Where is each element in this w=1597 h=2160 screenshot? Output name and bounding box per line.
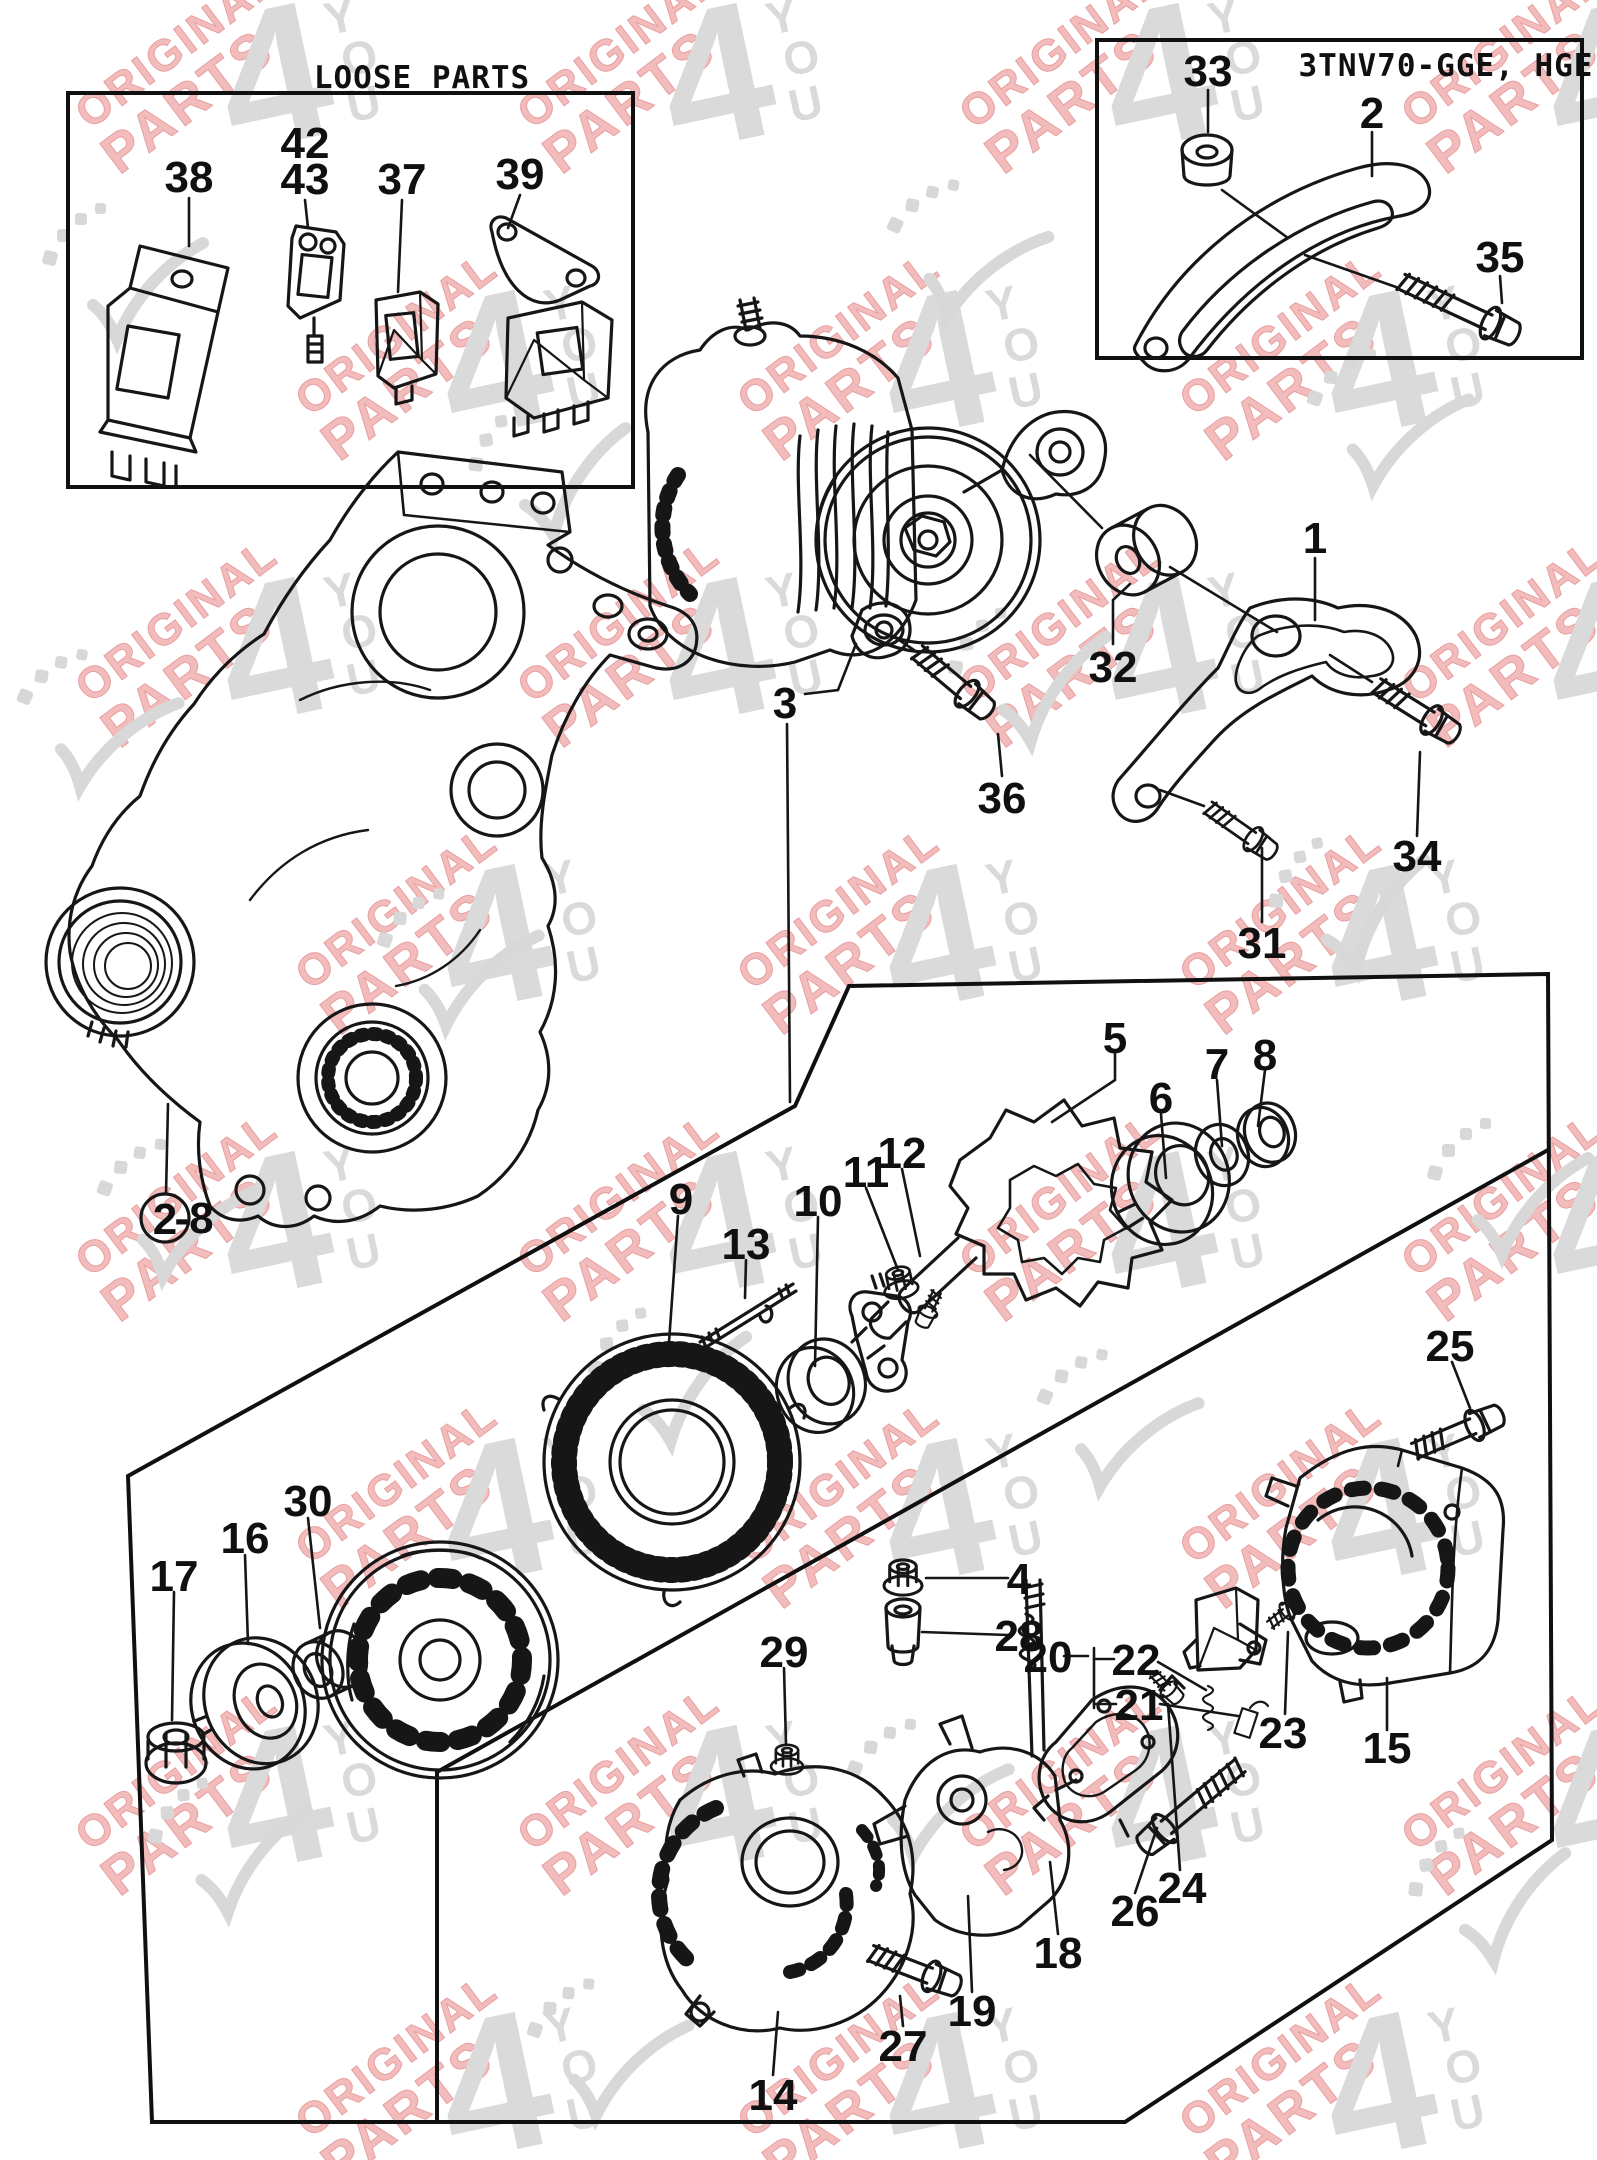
watermark bbox=[282, 1955, 621, 2160]
rectifier-18-drawing bbox=[1032, 1674, 1186, 1838]
exploded-region-outline bbox=[125, 971, 1555, 2124]
loose-parts-box bbox=[66, 91, 635, 489]
callout-6: 6 bbox=[1149, 1074, 1173, 1123]
gasket-plate-drawing bbox=[848, 1272, 912, 1393]
watermark bbox=[62, 0, 401, 196]
callout-23: 23 bbox=[1259, 1709, 1308, 1758]
bolt-31 bbox=[1198, 794, 1284, 867]
terminal-stud-drawing bbox=[1017, 1578, 1046, 1758]
callout-4: 4 bbox=[1007, 1555, 1032, 1604]
callout-3: 3 bbox=[773, 679, 797, 728]
variant-title: 3TNV70-GGE, HGE bbox=[1299, 48, 1594, 84]
callout-24: 24 bbox=[1158, 1864, 1207, 1913]
bracket-1-drawing bbox=[1111, 597, 1422, 823]
callout-36: 36 bbox=[978, 774, 1027, 823]
watermark bbox=[62, 520, 401, 770]
insulator-28-drawing bbox=[884, 1597, 922, 1667]
front-bracket-14-drawing bbox=[650, 1752, 915, 2033]
callout-16: 16 bbox=[221, 1514, 270, 1563]
relay-38-drawing bbox=[98, 244, 230, 488]
callout-31: 31 bbox=[1238, 919, 1287, 968]
callout-18: 18 bbox=[1034, 1929, 1083, 1978]
watermark bbox=[1166, 1955, 1505, 2160]
callout-30: 30 bbox=[284, 1477, 333, 1526]
watermark bbox=[1388, 0, 1597, 196]
checkmark-icon bbox=[1025, 1341, 1204, 1498]
variant-box bbox=[1095, 38, 1584, 360]
callout-17: 17 bbox=[150, 1552, 199, 1601]
screw-12 bbox=[910, 1286, 948, 1332]
callout-35: 35 bbox=[1476, 233, 1525, 282]
watermark bbox=[946, 0, 1285, 196]
callout-38: 38 bbox=[165, 153, 214, 202]
callout-1: 1 bbox=[1303, 514, 1327, 563]
watermark bbox=[724, 807, 1063, 1057]
watermark bbox=[62, 1668, 401, 1918]
callout-13: 13 bbox=[722, 1220, 771, 1269]
callout-33: 33 bbox=[1184, 47, 1233, 96]
washer-8-drawing bbox=[1235, 1101, 1298, 1169]
watermark bbox=[504, 0, 843, 196]
loose-parts-title: LOOSE PARTS bbox=[314, 60, 530, 96]
inner-region-outline bbox=[435, 1148, 1549, 2122]
relay-37-drawing bbox=[374, 290, 440, 406]
callout-26: 26 bbox=[1111, 1887, 1160, 1936]
callout-21: 21 bbox=[1115, 1681, 1164, 1730]
brush-21-drawing bbox=[1233, 1700, 1270, 1739]
watermark bbox=[1388, 1094, 1597, 1344]
sensor-42-43-drawing bbox=[286, 224, 346, 364]
callout-29: 29 bbox=[760, 1628, 809, 1677]
rotor-5-drawing bbox=[850, 1098, 1174, 1360]
callout-22: 22 bbox=[1112, 1636, 1161, 1685]
callout-15: 15 bbox=[1363, 1724, 1412, 1773]
bearing-6-drawing bbox=[1109, 1121, 1231, 1247]
callout-10: 10 bbox=[794, 1177, 843, 1226]
callout-34: 34 bbox=[1393, 832, 1442, 881]
callout-27: 27 bbox=[879, 2022, 928, 2071]
callout-39: 39 bbox=[496, 150, 545, 199]
callout-2: 2 bbox=[1360, 89, 1384, 138]
relay-39-drawing bbox=[504, 300, 614, 438]
callout-43: 43 bbox=[281, 155, 330, 204]
callout-8: 8 bbox=[1253, 1031, 1277, 1080]
callout-25: 25 bbox=[1426, 1322, 1475, 1371]
callout-42: 42 bbox=[281, 119, 330, 168]
callout-32: 32 bbox=[1089, 643, 1138, 692]
watermark bbox=[1166, 807, 1505, 1057]
nut-17-drawing bbox=[144, 1721, 208, 1785]
callout-5: 5 bbox=[1103, 1014, 1127, 1063]
callout-12: 12 bbox=[878, 1129, 927, 1178]
callout-11: 11 bbox=[843, 1148, 890, 1197]
adjuster-bracket-2-drawing bbox=[1132, 162, 1432, 373]
stud-13-drawing bbox=[698, 1282, 798, 1351]
alternator-assembly-drawing bbox=[644, 296, 1107, 668]
callout-7: 7 bbox=[1205, 1040, 1229, 1089]
circled-callout-number: 2 bbox=[153, 1195, 177, 1244]
circled-callout-suffix: -8 bbox=[174, 1194, 213, 1243]
bearing-10-drawing bbox=[774, 1337, 868, 1435]
fan-face-drawing bbox=[320, 1540, 560, 1780]
callout-9: 9 bbox=[669, 1175, 693, 1224]
callout-20: 20 bbox=[1024, 1633, 1073, 1682]
gear-case-drawing bbox=[44, 450, 699, 1228]
spacer-32-drawing bbox=[1094, 503, 1199, 597]
brush-spring-22-drawing bbox=[1201, 1684, 1215, 1732]
plate-39-drawing bbox=[489, 215, 601, 305]
brush-holder-20-drawing bbox=[1182, 1586, 1268, 1672]
spacer-33-drawing bbox=[1180, 133, 1234, 187]
callout-19: 19 bbox=[948, 1987, 997, 2036]
callout-37: 37 bbox=[378, 155, 427, 204]
callout-14: 14 bbox=[749, 2071, 798, 2120]
rear-frame-15-drawing bbox=[1264, 1444, 1506, 1704]
callout-28: 28 bbox=[995, 1612, 1044, 1661]
circled-callout-2-8: 2 -8 bbox=[139, 1192, 214, 1244]
leader-lines bbox=[164, 88, 1504, 2077]
